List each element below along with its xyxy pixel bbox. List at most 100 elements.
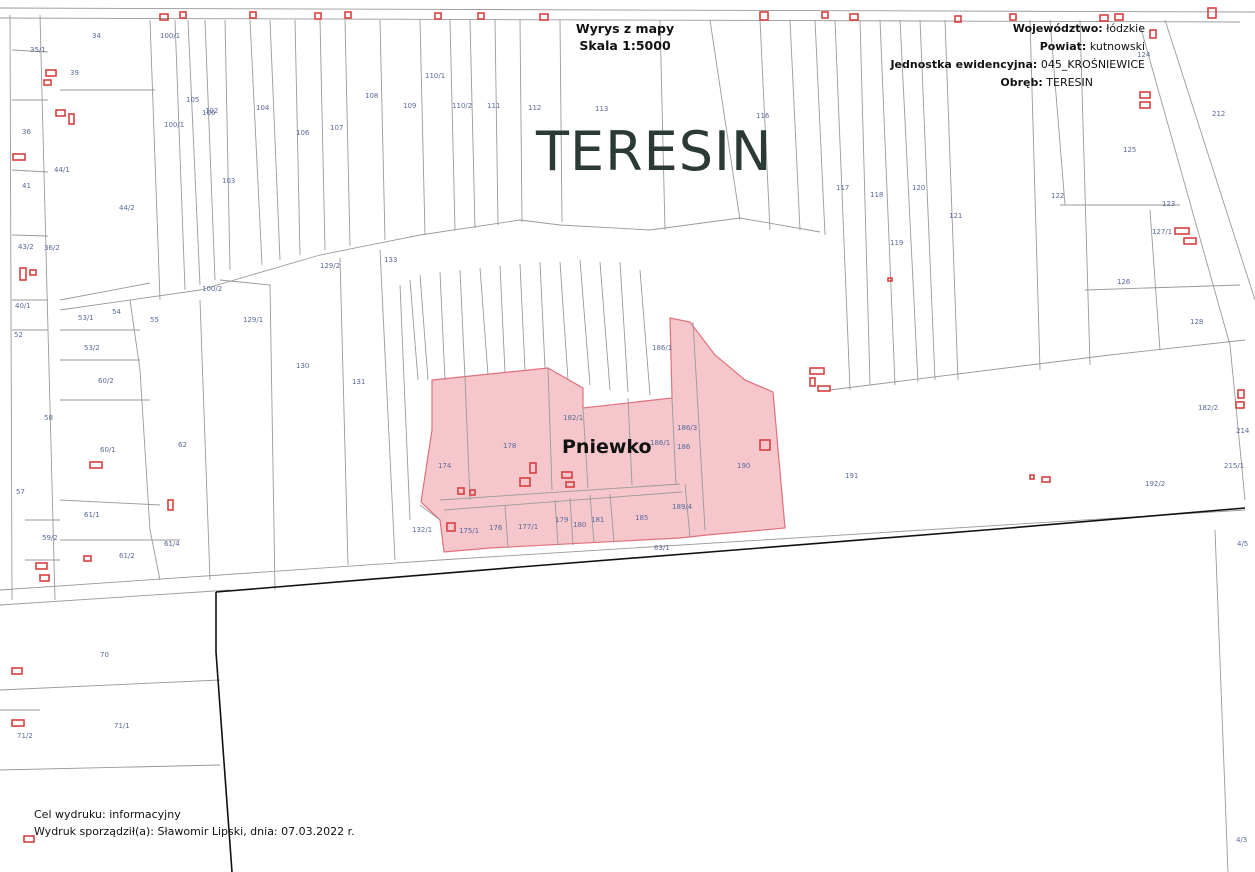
purpose-row: Cel wydruku: informacyjny xyxy=(34,808,181,821)
parcel-number-label: 60/1 xyxy=(100,446,116,454)
parcel-number-label: 43/2 xyxy=(18,243,34,251)
building-symbol xyxy=(1149,29,1157,39)
parcel-number-label: 176 xyxy=(489,524,503,532)
parcel-number-label: 186/1 xyxy=(650,439,670,447)
map-title: Wyrys z mapy xyxy=(575,21,675,36)
building-symbol xyxy=(1235,401,1245,409)
parcel-number-label: 125 xyxy=(1123,146,1136,154)
building-symbol xyxy=(1099,14,1109,22)
building-symbol xyxy=(45,69,57,77)
building-symbol xyxy=(11,667,23,675)
parcel-number-label: 174 xyxy=(438,462,452,470)
parcel-number-label: 212 xyxy=(1212,110,1225,118)
building-symbol xyxy=(519,477,531,487)
county-row: Powiat: kutnowski xyxy=(1039,40,1145,53)
parcel-boundaries xyxy=(0,7,1255,872)
building-symbol xyxy=(19,267,27,281)
building-symbol xyxy=(89,461,103,469)
parcel-number-label: 4/5 xyxy=(1237,540,1248,548)
parcel-number-label: 106 xyxy=(202,109,216,117)
building-symbol xyxy=(1139,91,1151,99)
parcel-number-label: 35/1 xyxy=(30,46,46,54)
parcel-number-label: 119 xyxy=(890,239,903,247)
parcel-number-label: 55 xyxy=(150,316,159,324)
parcel-number-label: 36/2 xyxy=(44,244,60,252)
building-symbol xyxy=(1174,227,1190,235)
parcel-number-label: 53/1 xyxy=(78,314,94,322)
unit-row: Jednostka ewidencyjna: 045_KROŚNIEWICE xyxy=(890,58,1145,71)
parcel-number-label: 110/1 xyxy=(425,72,445,80)
parcel-number-label: 128 xyxy=(1190,318,1203,326)
parcel-number-label: 110/2 xyxy=(452,102,472,110)
building-symbol xyxy=(1029,474,1035,480)
building-symbol xyxy=(1207,7,1217,19)
parcel-number-label: 121 xyxy=(949,212,962,220)
parcel-number-label: 36 xyxy=(22,128,31,136)
building-symbol xyxy=(12,153,26,161)
parcel-number-label: 71/1 xyxy=(114,722,130,730)
parcel-number-label: 182/2 xyxy=(1198,404,1218,412)
admin-info: Województwo: łódzkie Powiat: kutnowski J… xyxy=(825,20,1145,92)
building-symbol xyxy=(561,471,573,479)
voivodeship-value: łódzkie xyxy=(1106,22,1145,35)
parcel-number-label: 177/1 xyxy=(518,523,538,531)
precinct-border xyxy=(215,507,1246,872)
parcel-number-label: 112 xyxy=(528,104,541,112)
building-symbol xyxy=(759,439,771,451)
parcel-number-label: 61/4 xyxy=(164,540,180,548)
parcel-number-label: 186/3 xyxy=(677,424,697,432)
parcel-number-label: 186/1 xyxy=(652,344,672,352)
parcel-number-label: 61/1 xyxy=(84,511,100,519)
parcel-number-label: 100/2 xyxy=(202,285,222,293)
parcel-number-label: 178 xyxy=(503,442,516,450)
building-symbol xyxy=(457,487,465,495)
parcel-number-label: 132/1 xyxy=(412,526,432,534)
parcel-number-label: 113 xyxy=(595,105,608,113)
parcel-number-label: 133 xyxy=(384,256,397,264)
building-symbol xyxy=(817,385,831,392)
parcel-number-label: 116 xyxy=(756,112,770,120)
building-symbol xyxy=(759,11,769,21)
building-symbol xyxy=(1114,13,1124,21)
parcel-number-label: 58 xyxy=(44,414,53,422)
building-symbol xyxy=(179,11,187,19)
parcel-number-label: 123 xyxy=(1162,200,1175,208)
building-symbol xyxy=(1139,101,1151,109)
purpose-value: informacyjny xyxy=(109,808,181,821)
parcel-number-label: 108 xyxy=(365,92,378,100)
parcel-number-label: 34 xyxy=(92,32,101,40)
building-symbol xyxy=(167,499,174,511)
parcel-number-label: 124 xyxy=(1137,51,1151,59)
building-symbol xyxy=(821,11,829,19)
parcel-number-label: 180 xyxy=(573,521,586,529)
parcel-number-label: 189/4 xyxy=(672,503,693,511)
parcel-number-label: 102 xyxy=(205,107,218,115)
building-symbol xyxy=(159,13,169,21)
parcel-number-label: 71/2 xyxy=(17,732,33,740)
parcel-number-label: 44/1 xyxy=(54,166,70,174)
prepared-row: Wydruk sporządził(a): Sławomir Lipski, d… xyxy=(34,825,355,838)
parcel-number-label: 44/2 xyxy=(119,204,135,212)
building-symbol xyxy=(83,555,92,562)
building-symbol xyxy=(43,79,52,86)
parcel-number-label: 179 xyxy=(555,516,568,524)
building-symbol xyxy=(1237,389,1245,399)
parcel-number-label: 40/1 xyxy=(15,302,31,310)
county-value: kutnowski xyxy=(1089,40,1145,53)
building-symbol xyxy=(1183,237,1197,245)
parcel-number-label: 53/2 xyxy=(84,344,100,352)
parcel-number-label: 105 xyxy=(186,96,199,104)
parcel-number-label: 131 xyxy=(352,378,365,386)
parcel-number-label: 129/1 xyxy=(243,316,263,324)
parcel-number-label: 191 xyxy=(845,472,858,480)
parcel-number-label: 41 xyxy=(22,182,31,190)
parcel-number-label: 117 xyxy=(836,184,849,192)
building-symbol xyxy=(446,522,456,532)
parcel-number-label: 100/1 xyxy=(164,121,184,129)
footer-info: Cel wydruku: informacyjny Wydruk sporząd… xyxy=(34,806,355,840)
prepared-value: Sławomir Lipski, dnia: 07.03.2022 r. xyxy=(157,825,355,838)
parcel-number-label: 130 xyxy=(296,362,309,370)
building-symbol xyxy=(849,13,859,21)
building-symbol xyxy=(11,719,25,727)
parcel-number-label: 61/2 xyxy=(119,552,135,560)
